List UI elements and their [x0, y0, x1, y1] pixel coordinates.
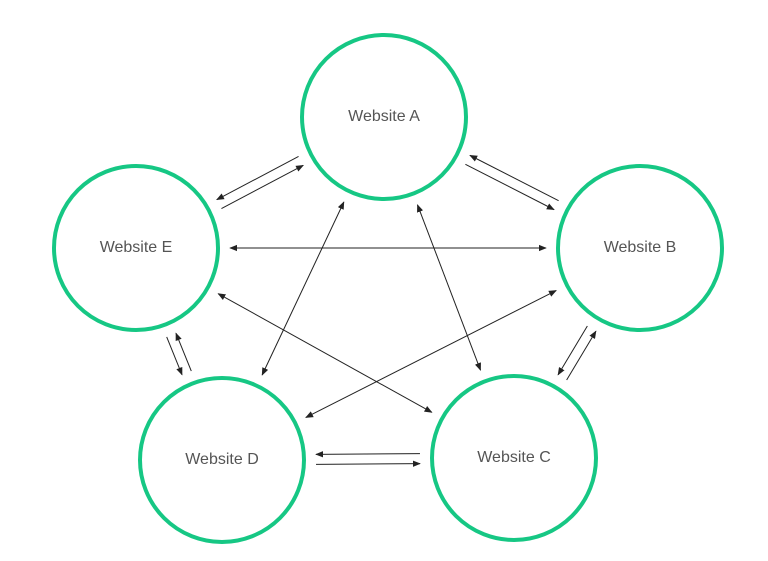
node-layer: Website A Website B Website C Website D … [52, 33, 724, 544]
edge-d-to-c [316, 460, 421, 467]
node-a-circle [300, 33, 468, 201]
node-a-label: Website A [348, 108, 420, 125]
edge-a-to-b [465, 163, 555, 211]
node-b-circle [556, 164, 724, 332]
edge-a-to-e [216, 156, 299, 201]
node-b-label: Website B [604, 239, 677, 256]
edge-b-to-c [557, 325, 588, 376]
node-website-d: Website D [138, 376, 306, 544]
edge-c-to-d [315, 451, 420, 458]
node-c-label: Website C [477, 449, 551, 466]
node-website-a: Website A [300, 33, 468, 201]
node-website-c: Website C [430, 374, 598, 542]
node-website-e: Website E [52, 164, 220, 332]
edge-layer [166, 154, 597, 467]
edge-d-to-e [175, 332, 192, 372]
edge-a-and-d-bidirectional [261, 201, 345, 376]
node-c-circle [430, 374, 598, 542]
edge-c-to-b [566, 330, 597, 381]
edge-e-to-a [221, 164, 304, 209]
node-website-b: Website B [556, 164, 724, 332]
edge-e-to-d [166, 336, 183, 376]
edge-b-and-d-bidirectional [305, 290, 557, 418]
edge-b-to-a [469, 154, 559, 202]
node-d-circle [138, 376, 306, 544]
node-e-circle [52, 164, 220, 332]
node-d-label: Website D [185, 451, 259, 468]
node-e-label: Website E [100, 239, 173, 256]
